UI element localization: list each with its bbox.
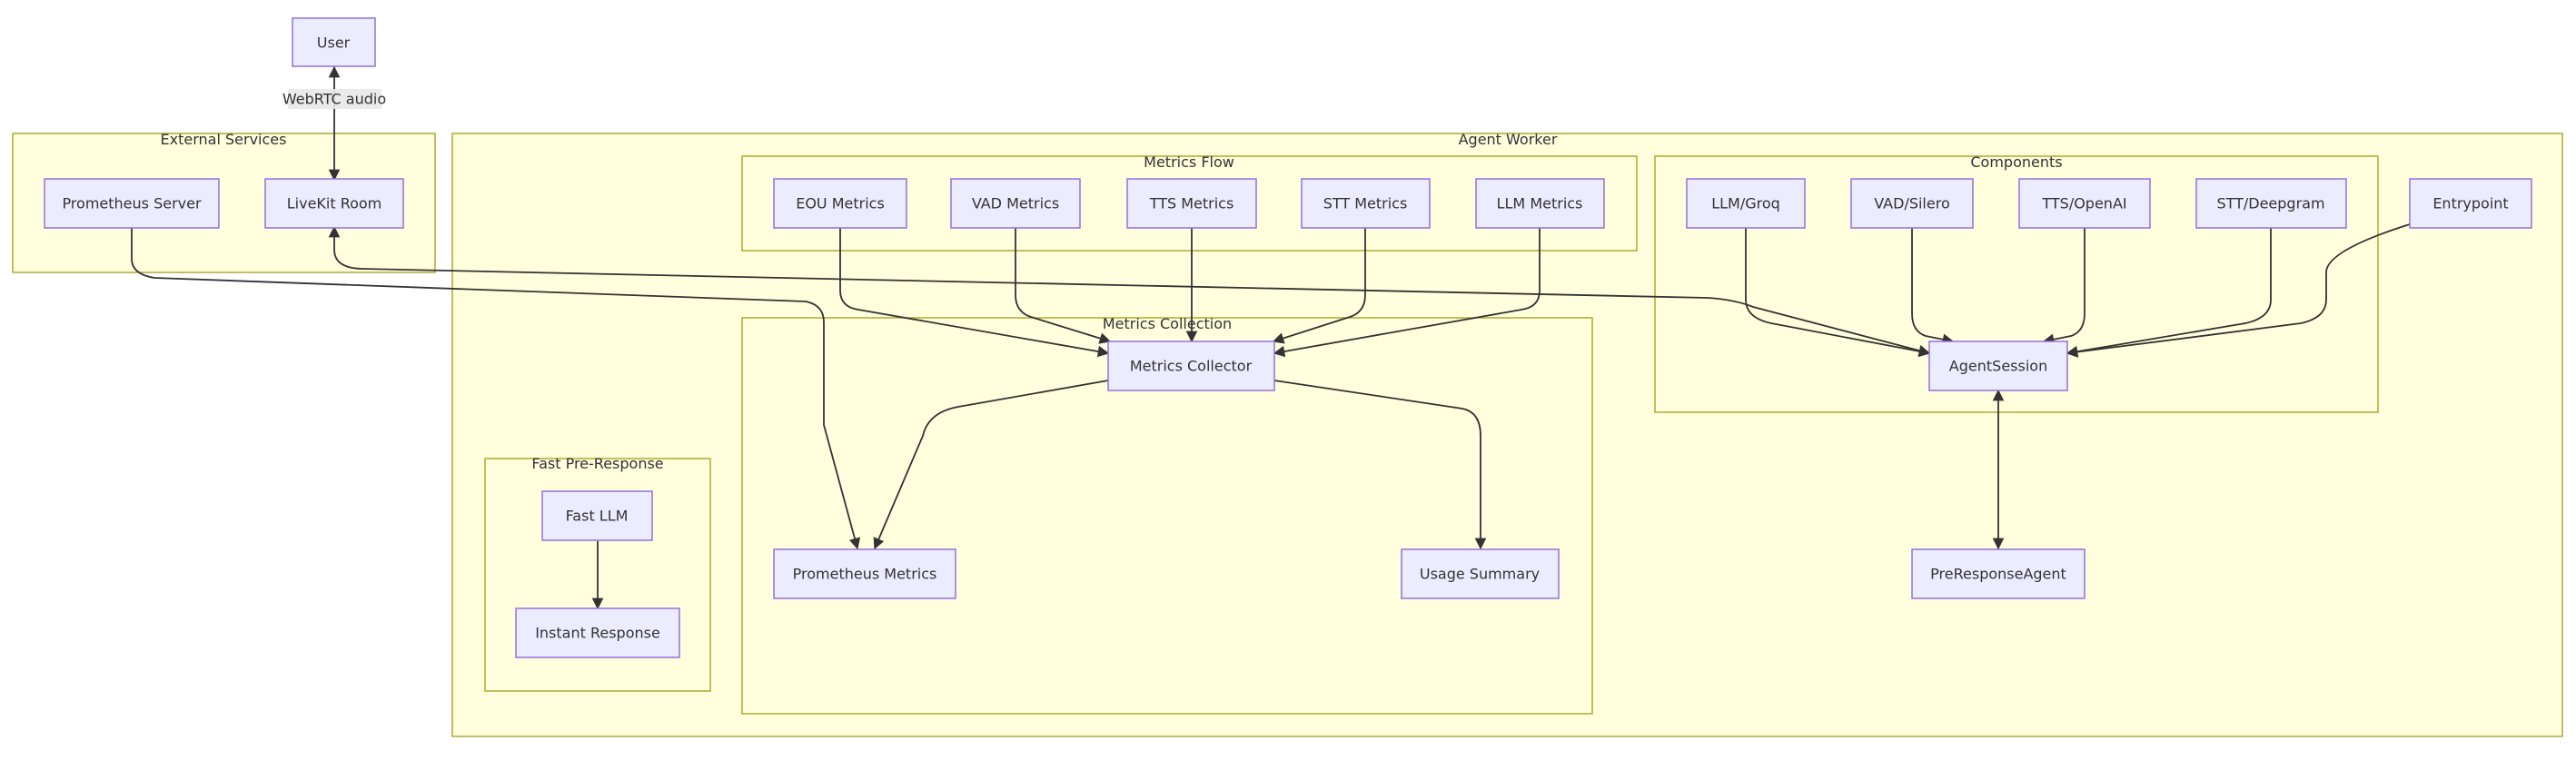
cluster-title-metrics-collection: Metrics Collection <box>1103 315 1232 332</box>
edge-livekit-session <box>328 225 1931 357</box>
cluster-title-agent-worker: Agent Worker <box>1459 131 1558 148</box>
node-label-metrics-collector: Metrics Collector <box>1130 358 1253 375</box>
node-instant-response[interactable]: Instant Response <box>515 607 680 658</box>
node-user[interactable]: User <box>292 17 376 67</box>
node-label-user: User <box>317 35 351 52</box>
node-llm-metrics[interactable]: LLM Metrics <box>1475 178 1605 229</box>
cluster-title-external-services: External Services <box>161 131 287 148</box>
node-tts-metrics[interactable]: TTS Metrics <box>1126 178 1257 229</box>
node-label-instant-response: Instant Response <box>535 625 660 642</box>
edges <box>131 65 2411 610</box>
node-label-tts-metrics: TTS Metrics <box>1149 195 1234 212</box>
node-fast-llm[interactable]: Fast LLM <box>541 490 653 541</box>
edge-openai-session <box>2042 228 2086 345</box>
edge-collector-usage-summary <box>1273 380 1487 550</box>
edge-prometheus-server-metrics <box>131 228 861 550</box>
node-label-eou-metrics: EOU Metrics <box>796 195 885 212</box>
node-tts-openai[interactable]: TTS/OpenAI <box>2018 178 2151 229</box>
edge-entrypoint-session <box>2066 223 2411 358</box>
node-label-vad-silero: VAD/Silero <box>1874 195 1949 212</box>
node-stt-deepgram[interactable]: STT/Deepgram <box>2195 178 2347 229</box>
edge-label-webrtc-audio: WebRTC audio <box>282 91 386 108</box>
node-label-fast-llm: Fast LLM <box>566 508 629 525</box>
node-llm-groq[interactable]: LLM/Groq <box>1686 178 1806 229</box>
node-label-agent-session: AgentSession <box>1949 358 2047 375</box>
node-pre-response-agent[interactable]: PreResponseAgent <box>1911 548 2086 599</box>
node-label-llm-metrics: LLM Metrics <box>1497 195 1583 212</box>
node-label-prometheus-metrics: Prometheus Metrics <box>793 566 937 583</box>
node-agent-session[interactable]: AgentSession <box>1928 341 2068 391</box>
node-label-prometheus-server: Prometheus Server <box>62 195 202 212</box>
cluster-title-fast-pre-response: Fast Pre-Response <box>531 455 663 472</box>
node-label-entrypoint: Entrypoint <box>2432 195 2508 212</box>
node-label-vad-metrics: VAD Metrics <box>972 195 1059 212</box>
node-label-usage-summary: Usage Summary <box>1420 566 1540 583</box>
node-usage-summary[interactable]: Usage Summary <box>1401 548 1560 599</box>
node-label-llm-groq: LLM/Groq <box>1711 195 1780 212</box>
node-entrypoint[interactable]: Entrypoint <box>2409 178 2532 229</box>
node-label-stt-metrics: STT Metrics <box>1323 195 1408 212</box>
cluster-title-metrics-flow: Metrics Flow <box>1144 153 1234 171</box>
node-prometheus-server[interactable]: Prometheus Server <box>44 178 220 229</box>
node-prometheus-metrics[interactable]: Prometheus Metrics <box>773 548 956 599</box>
node-livekit-room[interactable]: LiveKit Room <box>264 178 404 229</box>
cluster-title-components: Components <box>1970 153 2062 171</box>
node-label-tts-openai: TTS/OpenAI <box>2041 195 2126 212</box>
node-metrics-collector[interactable]: Metrics Collector <box>1107 341 1275 391</box>
node-eou-metrics[interactable]: EOU Metrics <box>773 178 907 229</box>
edge-collector-prometheus-metrics <box>873 380 1109 550</box>
edge-deepgram-session <box>2066 228 2272 358</box>
node-vad-metrics[interactable]: VAD Metrics <box>950 178 1081 229</box>
node-vad-silero[interactable]: VAD/Silero <box>1850 178 1974 229</box>
node-label-livekit-room: LiveKit Room <box>287 195 382 212</box>
node-stt-metrics[interactable]: STT Metrics <box>1301 178 1431 229</box>
node-label-stt-deepgram: STT/Deepgram <box>2216 195 2324 212</box>
node-label-pre-response-agent: PreResponseAgent <box>1930 566 2066 583</box>
edge-label-webrtc: WebRTC audio <box>282 89 386 109</box>
